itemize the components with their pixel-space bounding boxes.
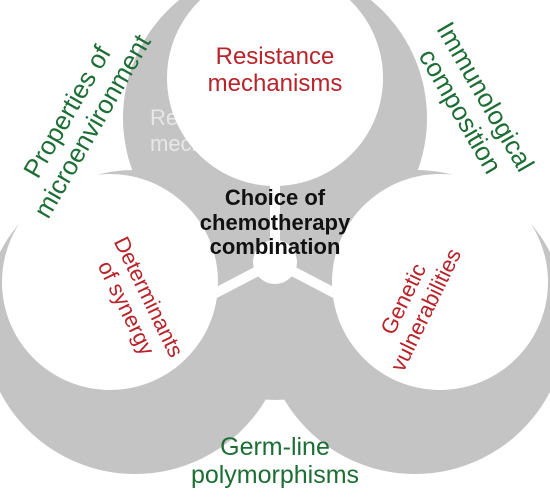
center-label: Choice of chemotherapy combination [199,185,351,260]
label-resistance-mechanisms: Resistance mechanisms [207,43,343,97]
ghost-text-1: Resistance mechanisms [150,105,274,157]
label-germ-line-polymorphisms: Germ-line polymorphisms [190,433,360,489]
